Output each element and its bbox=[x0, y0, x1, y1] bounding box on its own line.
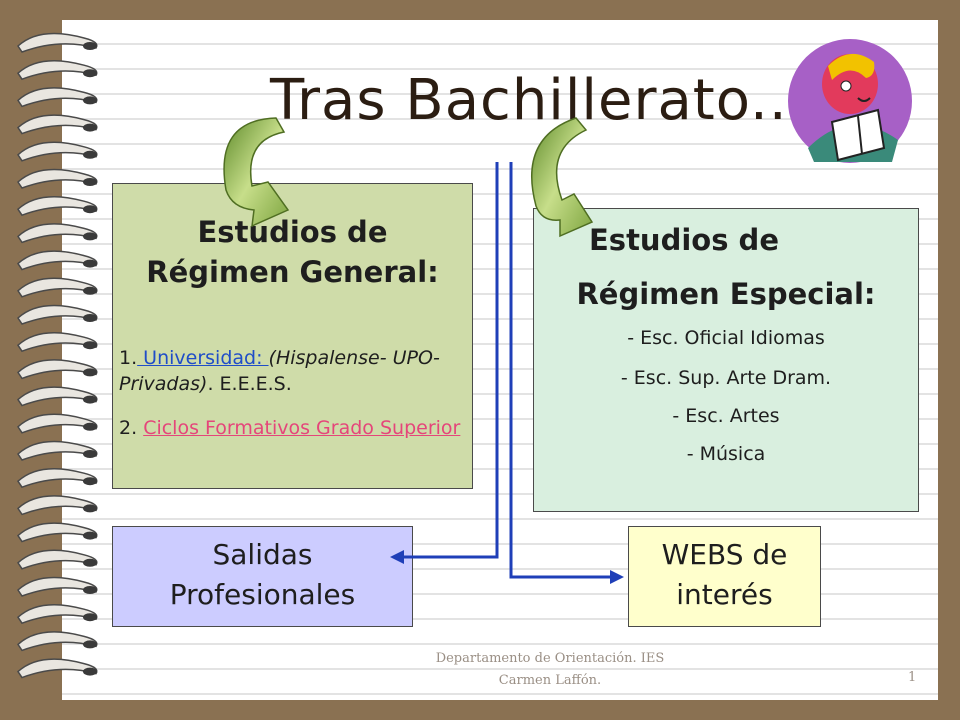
general-item-universidad: 1. Universidad: (Hispalense- UPO- Privad… bbox=[119, 345, 466, 397]
binding-ring bbox=[17, 32, 98, 53]
binding-hole bbox=[83, 178, 97, 186]
binding-ring bbox=[17, 576, 98, 597]
career-outlets-box[interactable]: Salidas Profesionales bbox=[112, 526, 413, 627]
binding-hole bbox=[83, 96, 97, 105]
binding-hole bbox=[83, 477, 97, 486]
special-item: - Esc. Oficial Idiomas bbox=[627, 327, 825, 349]
slide-title: Tras Bachillerato... bbox=[270, 68, 807, 133]
page-number: 1 bbox=[908, 670, 917, 685]
footer-department: Departamento de Orientación. IES Carmen … bbox=[360, 648, 740, 692]
binding-ring bbox=[17, 468, 98, 489]
binding-hole bbox=[83, 259, 97, 268]
special-heading-line2: Régimen Especial: bbox=[576, 277, 876, 311]
binding-ring bbox=[17, 386, 98, 407]
binding-ring bbox=[17, 141, 98, 162]
binding-ring bbox=[17, 549, 98, 570]
websites-label: WEBS de interés bbox=[629, 535, 820, 615]
item2-number: 2. bbox=[119, 417, 138, 439]
item1-universities: (Hispalense- UPO- Privadas) bbox=[119, 347, 440, 395]
binding-hole bbox=[83, 450, 97, 458]
binding-hole bbox=[83, 314, 97, 322]
binding-hole bbox=[83, 395, 97, 404]
binding-ring bbox=[17, 223, 98, 244]
binding-hole bbox=[83, 640, 97, 649]
special-item: - Esc. Sup. Arte Dram. bbox=[620, 367, 832, 389]
binding-ring bbox=[17, 60, 98, 81]
binding-hole bbox=[83, 123, 97, 132]
universidad-link[interactable]: Universidad: bbox=[137, 347, 269, 369]
binding-hole bbox=[83, 42, 97, 50]
binding-hole bbox=[83, 205, 97, 214]
binding-ring bbox=[17, 114, 98, 135]
footer-line2: Carmen Laffón. bbox=[498, 673, 602, 688]
binding-hole bbox=[83, 531, 97, 540]
binding-ring bbox=[17, 495, 98, 516]
binding-hole bbox=[83, 586, 97, 594]
binding-ring bbox=[17, 87, 98, 108]
binding-ring bbox=[17, 196, 98, 217]
career-outlets-label: Salidas Profesionales bbox=[113, 535, 412, 615]
binding-ring bbox=[17, 631, 98, 652]
binding-hole bbox=[83, 69, 97, 78]
binding-hole bbox=[83, 504, 97, 513]
general-heading-line1: Estudios de bbox=[197, 215, 388, 249]
websites-box[interactable]: WEBS de interés bbox=[628, 526, 821, 627]
special-studies-box: Estudios de Régimen Especial: - Esc. Ofi… bbox=[533, 208, 919, 512]
ciclos-formativos-link[interactable]: Ciclos Formativos Grado Superior bbox=[143, 417, 461, 439]
spiral-binding bbox=[17, 32, 98, 679]
websites-line1: WEBS de bbox=[661, 538, 788, 571]
binding-ring bbox=[17, 522, 98, 543]
binding-ring bbox=[17, 440, 98, 461]
binding-ring bbox=[17, 304, 98, 325]
general-studies-box: Estudios de Régimen General: 1. Universi… bbox=[112, 183, 473, 489]
binding-hole bbox=[83, 613, 97, 622]
binding-ring bbox=[17, 250, 98, 271]
item1-number: 1. bbox=[119, 347, 138, 369]
special-heading-line1: Estudios de bbox=[589, 223, 779, 257]
websites-line2: interés bbox=[676, 578, 773, 611]
binding-hole bbox=[83, 558, 97, 567]
career-outlets-line1: Salidas bbox=[212, 538, 313, 571]
binding-hole bbox=[83, 232, 97, 241]
binding-ring bbox=[17, 413, 98, 434]
binding-hole bbox=[83, 150, 97, 159]
binding-ring bbox=[17, 332, 98, 353]
footer-line1: Departamento de Orientación. IES bbox=[435, 651, 665, 666]
binding-hole bbox=[83, 368, 97, 377]
item1-suffix: . E.E.E.S. bbox=[207, 373, 292, 395]
special-item: - Música bbox=[686, 443, 766, 465]
reading-child-icon bbox=[788, 39, 912, 163]
special-item: - Esc. Artes bbox=[672, 405, 780, 427]
binding-ring bbox=[17, 168, 98, 189]
binding-hole bbox=[83, 667, 97, 676]
general-heading-line2: Régimen General: bbox=[146, 255, 439, 289]
binding-hole bbox=[83, 286, 97, 295]
general-item-ciclos: 2. Ciclos Formativos Grado Superior bbox=[119, 415, 466, 441]
general-heading: Estudios de Régimen General: bbox=[113, 212, 472, 292]
career-outlets-line2: Profesionales bbox=[169, 578, 356, 611]
binding-ring bbox=[17, 359, 98, 380]
binding-hole bbox=[83, 422, 97, 431]
binding-hole bbox=[83, 341, 97, 350]
binding-ring bbox=[17, 604, 98, 625]
binding-ring bbox=[17, 658, 98, 679]
binding-ring bbox=[17, 277, 98, 298]
